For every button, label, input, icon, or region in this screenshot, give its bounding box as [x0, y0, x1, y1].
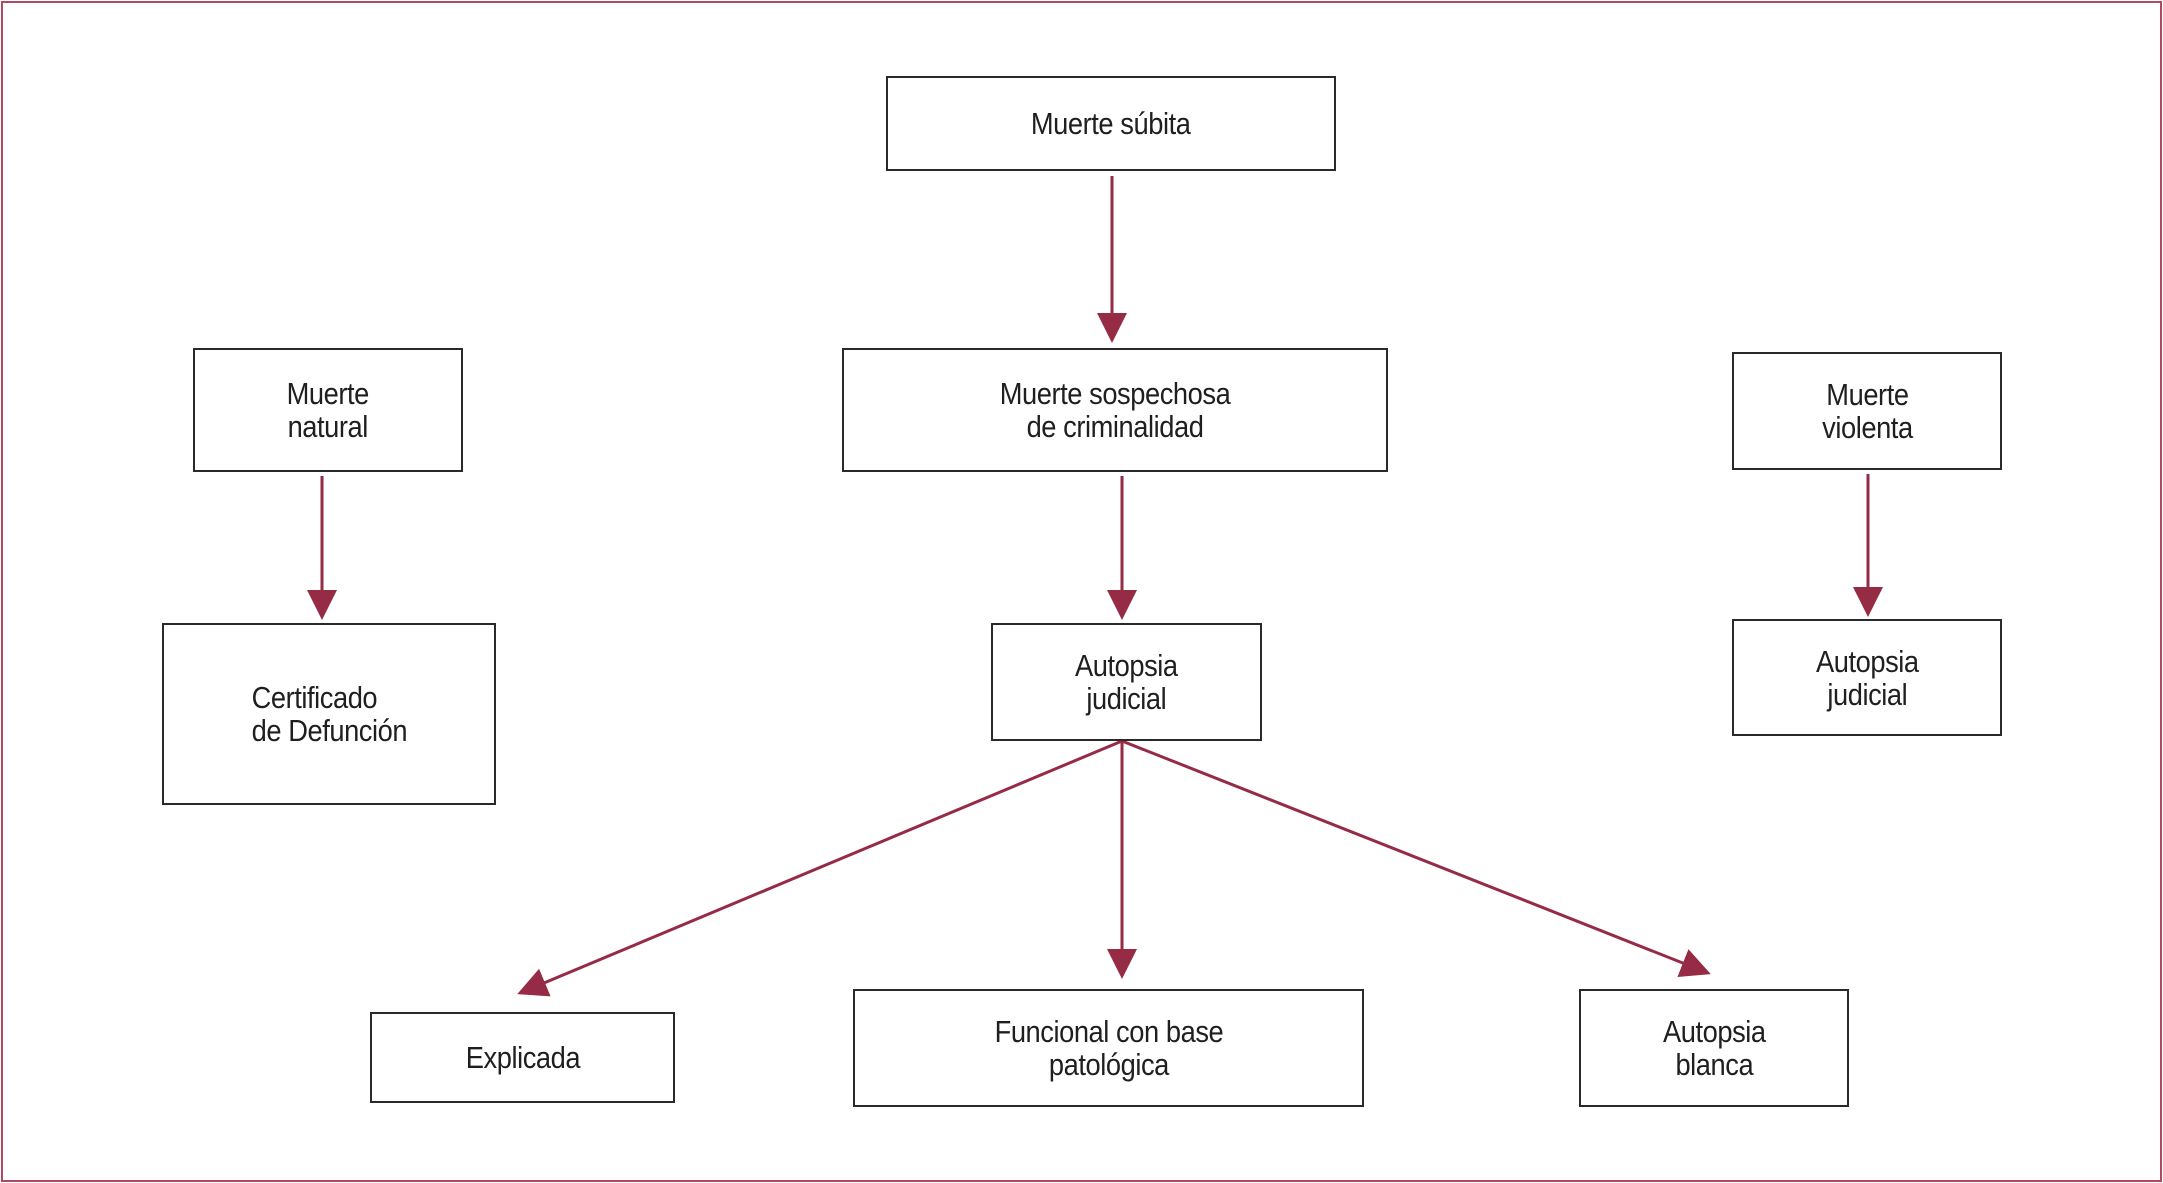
- node-muerte-sospechosa: Muerte sospechosa de criminalidad: [842, 348, 1388, 472]
- node-autopsia-blanca-label: Autopsia blanca: [1662, 1014, 1766, 1082]
- node-certificado: Certificado de Defunción: [162, 623, 496, 805]
- node-certificado-label: Certificado de Defunción: [251, 680, 407, 748]
- node-autopsia-judicial-center: Autopsia judicial: [991, 623, 1262, 741]
- node-explicada-label: Explicada: [465, 1040, 580, 1075]
- node-autopsia-judicial-right: Autopsia judicial: [1732, 619, 2002, 736]
- node-autopsia-blanca: Autopsia blanca: [1579, 989, 1849, 1107]
- node-muerte-violenta: Muerte violenta: [1732, 352, 2002, 470]
- node-muerte-natural: Muerte natural: [193, 348, 463, 472]
- node-funcional: Funcional con base patológica: [853, 989, 1364, 1107]
- node-muerte-subita: Muerte súbita: [886, 76, 1336, 171]
- arrow-autopsia-to-explicada: [517, 739, 1123, 997]
- node-funcional-label: Funcional con base patológica: [994, 1014, 1223, 1082]
- node-explicada: Explicada: [370, 1012, 675, 1103]
- node-muerte-sospechosa-label: Muerte sospechosa de criminalidad: [999, 376, 1231, 444]
- node-muerte-natural-label: Muerte natural: [286, 376, 370, 444]
- node-muerte-subita-label: Muerte súbita: [1031, 106, 1191, 141]
- node-autopsia-judicial-center-label: Autopsia judicial: [1075, 648, 1178, 716]
- node-muerte-violenta-label: Muerte violenta: [1821, 377, 1913, 445]
- node-autopsia-judicial-right-label: Autopsia judicial: [1815, 643, 1919, 712]
- arrow-autopsia-to-blanca: [1121, 739, 1711, 978]
